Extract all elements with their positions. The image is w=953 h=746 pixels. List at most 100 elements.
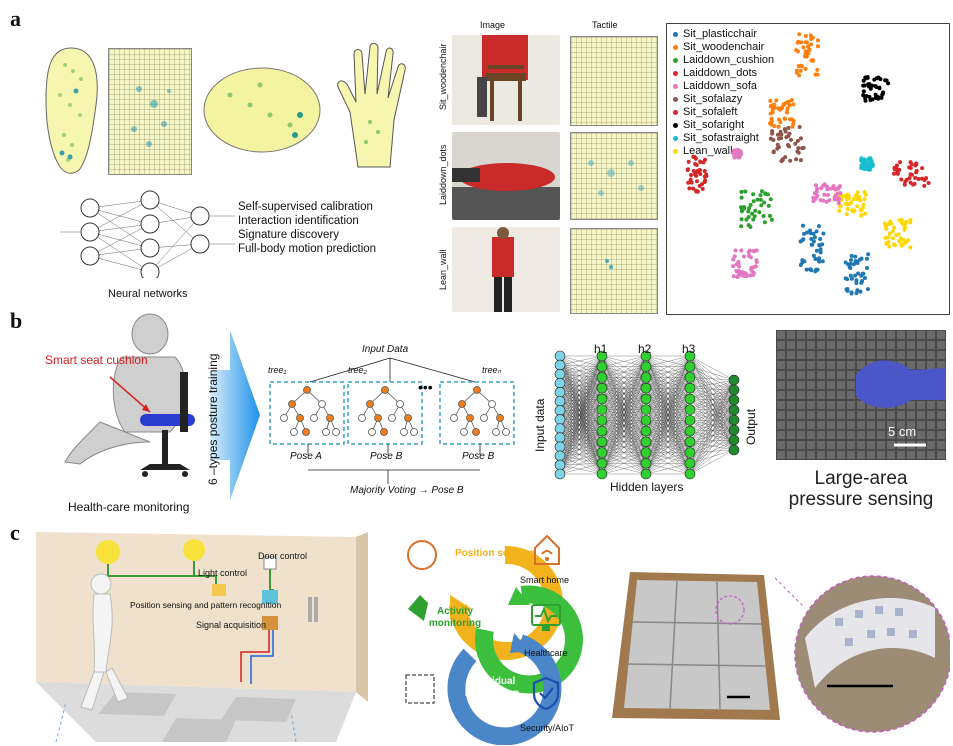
nn-edge	[689, 420, 735, 431]
tsne-point	[865, 287, 870, 292]
tsne-point	[702, 174, 707, 179]
nn-edge	[689, 398, 735, 441]
nn-edge	[689, 377, 735, 431]
tsne-point	[744, 217, 749, 222]
tsne-point	[902, 227, 907, 232]
nn-edge	[559, 437, 603, 475]
tsne-point	[788, 117, 793, 122]
nn-edge	[689, 388, 735, 391]
tsne-point	[902, 182, 907, 187]
nn-edge	[601, 463, 647, 475]
tsne-point	[853, 273, 858, 278]
majority-result: Pose B	[431, 485, 464, 496]
tsne-point	[748, 255, 753, 260]
caption-line-1: Large-area	[814, 468, 908, 489]
tsne-point	[770, 110, 775, 115]
nn-edge	[689, 379, 735, 475]
tsne-point	[793, 141, 798, 146]
nn-edge	[689, 366, 735, 441]
tsne-point	[863, 211, 868, 216]
tsne-point	[855, 190, 860, 195]
nn-edge	[559, 388, 603, 475]
tsne-point	[863, 96, 868, 101]
nn-edge	[559, 452, 603, 456]
smart-home-icon	[534, 534, 560, 565]
tsne-point	[786, 99, 791, 104]
tsne-point	[848, 257, 853, 262]
nn-node	[728, 384, 740, 396]
app-label-healthcare: Healthcare	[524, 648, 568, 658]
nn-edge	[689, 409, 735, 421]
tree-node	[458, 400, 466, 408]
tree-node	[488, 400, 496, 408]
nn-edge	[645, 355, 691, 475]
tactile-hand-sensor	[337, 42, 406, 168]
nn-edge	[559, 366, 603, 429]
cycle-diagram	[405, 540, 583, 745]
nn-edge	[559, 377, 603, 475]
tsne-point	[854, 278, 859, 283]
tsne-point	[738, 152, 743, 157]
tactile-grid-mat	[108, 48, 192, 175]
tsne-point	[739, 189, 744, 194]
tsne-point	[789, 98, 794, 103]
nn-edge	[689, 399, 735, 432]
nn-node	[728, 424, 740, 436]
tsne-point	[861, 89, 866, 94]
tsne-point	[836, 186, 841, 191]
sensor-floor-photo	[612, 572, 780, 720]
output-axis-label: Output	[744, 408, 758, 445]
tsne-point	[751, 248, 756, 253]
nn-node	[728, 414, 740, 426]
tsne-point	[884, 240, 889, 245]
tsne-point	[799, 40, 804, 45]
nn-edge	[645, 441, 691, 475]
nn-edge	[645, 355, 691, 453]
tsne-point	[759, 189, 764, 194]
tsne-point	[700, 182, 705, 187]
nn-edge	[645, 355, 691, 421]
nn-edge	[559, 430, 603, 438]
nn-edge	[689, 389, 735, 421]
nn-node	[596, 382, 608, 394]
legend-label: Laiddown_cushion	[683, 54, 775, 66]
nn-edge	[689, 366, 735, 381]
tsne-point	[750, 211, 755, 216]
nn-node	[684, 468, 696, 480]
nn-edge	[559, 452, 603, 475]
nn-edge	[559, 355, 603, 438]
nn-node	[596, 372, 608, 383]
nn-node	[640, 404, 652, 415]
nn-edge	[559, 437, 603, 464]
tsne-point	[693, 162, 698, 167]
tree-node	[466, 414, 474, 422]
tsne-point	[743, 271, 748, 276]
nn-edge	[689, 389, 735, 410]
nn-edge	[689, 429, 735, 475]
tsne-point	[769, 116, 774, 121]
legend-dot-icon	[673, 135, 678, 141]
nn-edge	[601, 355, 647, 453]
nn-edge	[601, 441, 647, 475]
tsne-point	[887, 222, 892, 227]
training-arrow	[210, 330, 260, 500]
nn-edge	[689, 398, 735, 411]
nn-node	[554, 459, 566, 471]
tsne-point	[859, 207, 864, 212]
tree-node	[280, 414, 288, 422]
smart-room-illustration	[36, 532, 368, 742]
nn-node	[728, 404, 740, 416]
tsne-point	[749, 267, 754, 272]
tsne-point	[748, 273, 753, 278]
majority-voting-text: Majority Voting	[350, 485, 416, 496]
tsne-point	[894, 163, 899, 168]
nn-edge	[559, 398, 603, 475]
nn-edge	[689, 399, 735, 421]
nn-edge	[559, 441, 603, 456]
tsne-point	[778, 129, 783, 134]
nn-edge	[689, 409, 735, 451]
nn-edge	[559, 441, 603, 475]
tsne-point	[788, 137, 793, 142]
tsne-point	[843, 276, 848, 281]
nn-node	[596, 404, 608, 415]
